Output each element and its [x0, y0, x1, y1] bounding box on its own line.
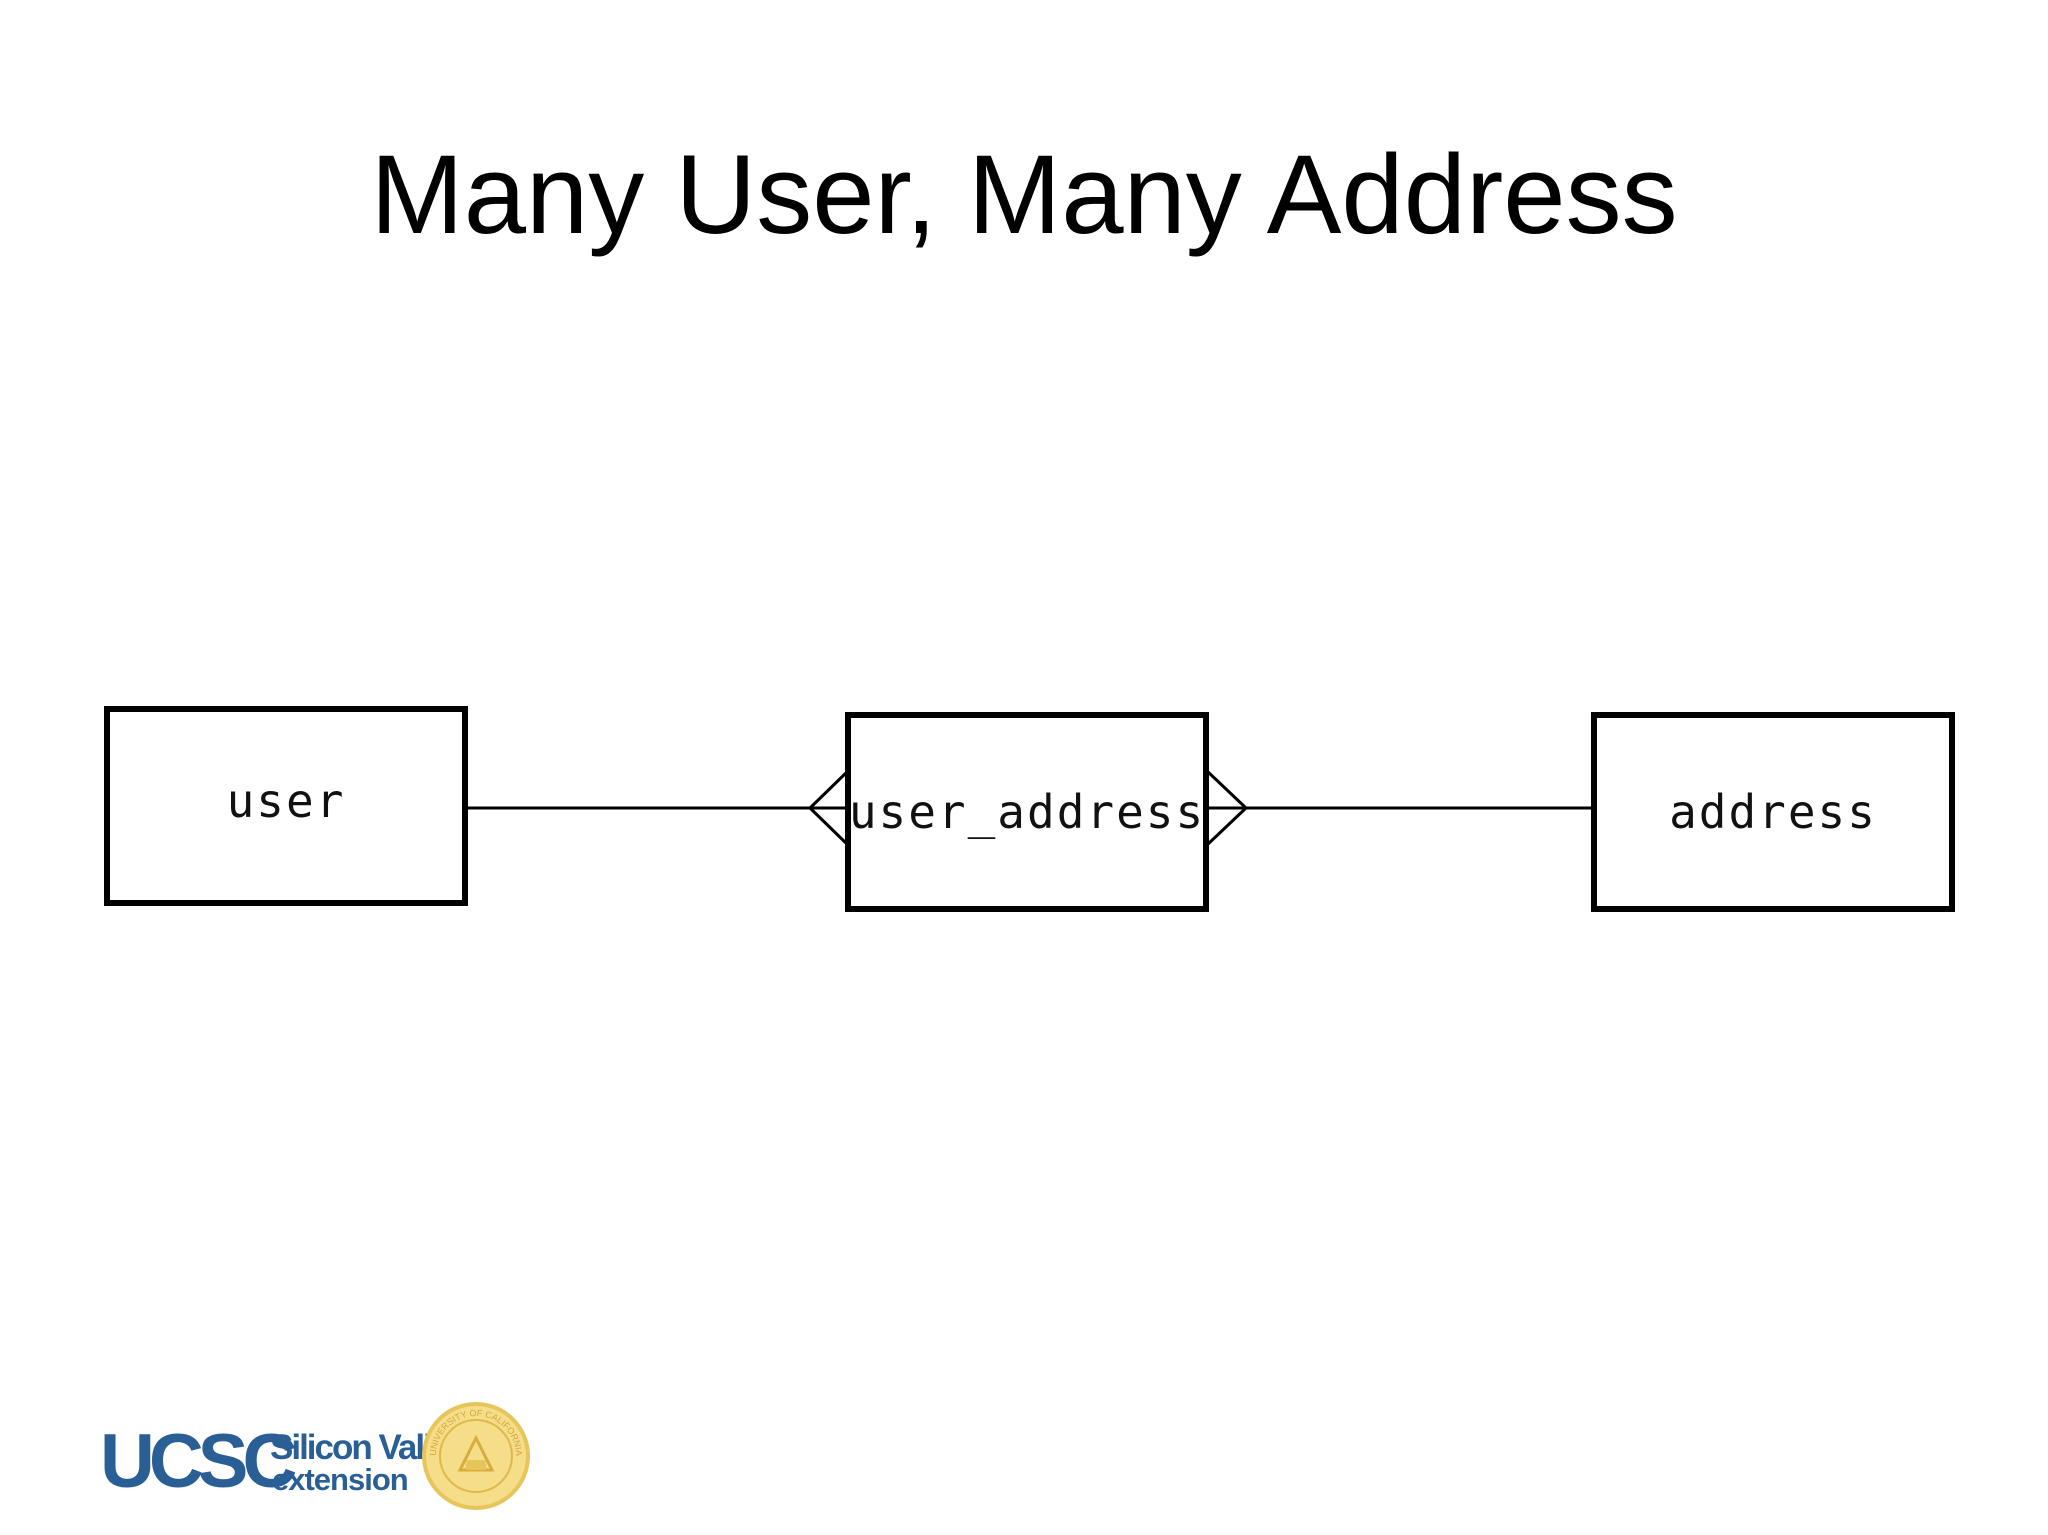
crows-foot-user-address-left: [808, 769, 850, 847]
university-seal-icon: UNIVERSITY OF CALIFORNIA: [422, 1402, 530, 1510]
entity-label-address: address: [1669, 785, 1877, 839]
entity-user: user: [104, 706, 468, 906]
ucsc-extension-logo: UCSC Silicon Valley extension UNIVERSITY…: [100, 1400, 540, 1512]
entity-address: address: [1591, 712, 1955, 912]
entity-label-user-address: user_address: [848, 785, 1206, 839]
page-title: Many User, Many Address: [370, 132, 1678, 257]
logo-mark: UCSC: [100, 1419, 297, 1504]
entity-label-user: user: [226, 774, 346, 828]
entity-user-address: user_address: [845, 712, 1209, 912]
crows-foot-user-address-right: [1205, 769, 1248, 847]
logo-line-2: extension: [272, 1462, 409, 1497]
